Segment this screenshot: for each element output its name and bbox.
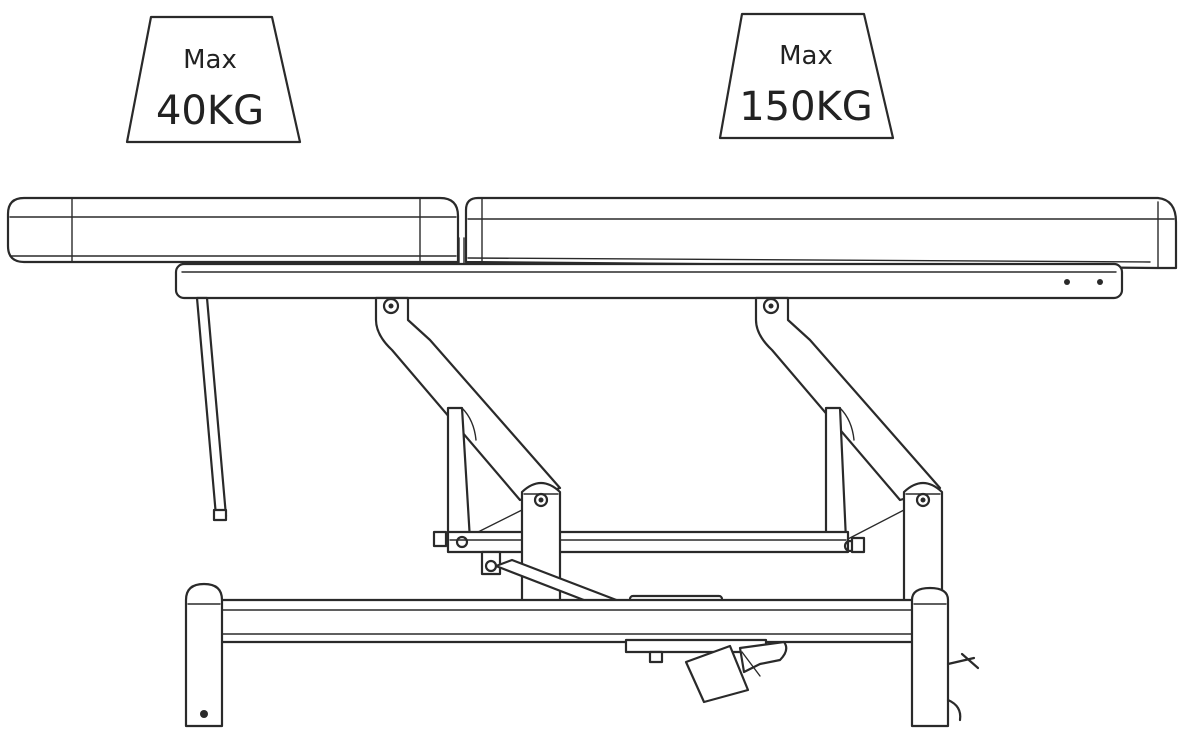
head-weight-max-text: Max [183, 45, 237, 75]
left-scissor-arm [374, 296, 562, 502]
right-base-post [910, 586, 980, 728]
right-scissor-arm [754, 296, 942, 502]
body-cushion [464, 196, 1178, 270]
motor-unit [624, 638, 788, 704]
left-base-post [184, 582, 224, 728]
cushion-hinge [458, 237, 465, 265]
body-weight-label: Max 150KG [718, 12, 895, 140]
body-weight-trapezoid [718, 12, 895, 140]
head-cushion [6, 196, 460, 264]
top-frame-rail [174, 262, 1124, 300]
base-frame-bar [210, 598, 922, 644]
head-weight-value-text: 40KG [156, 88, 264, 134]
body-weight-max-text: Max [779, 41, 833, 71]
right-upright-post [902, 481, 944, 610]
middle-cross-bar [432, 530, 866, 554]
body-weight-value-text: 150KG [739, 84, 873, 130]
head-support-strut [195, 296, 228, 522]
head-weight-trapezoid [125, 15, 302, 144]
head-weight-label: Max 40KG [125, 15, 302, 144]
